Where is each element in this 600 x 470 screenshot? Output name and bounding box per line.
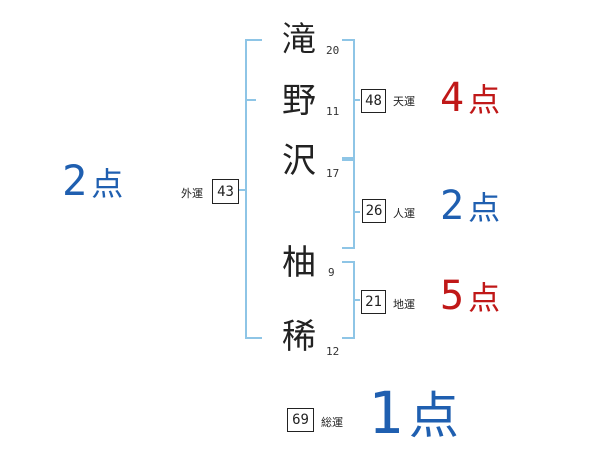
gaiun-label: 外運 [181,187,203,200]
stroke-count-3: 17 [326,167,340,180]
name-char-5: 稀 [282,317,316,357]
gaiun-value-box: 43 [212,179,239,204]
tenun-bracket [342,39,355,159]
jinun-label: 人運 [393,207,415,220]
tenun-score-unit: 点 [468,81,501,119]
gaiun-score-unit: 点 [91,165,124,203]
souun-score-unit: 点 [408,387,459,445]
stroke-count-1: 20 [326,44,340,57]
chiun-label: 地運 [393,298,415,311]
tenun-value-box: 48 [361,89,386,113]
souun-score-number: 1 [368,379,403,447]
name-char-3: 沢 [282,141,316,181]
jinun-score-number: 2 [440,183,465,229]
souun-value-box: 69 [287,408,314,432]
jinun-score-unit: 点 [468,189,501,227]
chiun-bracket [342,261,355,339]
stroke-count-2: 11 [326,105,340,118]
souun-label: 総運 [321,416,343,429]
chiun-score-unit: 点 [468,279,501,317]
name-char-1: 滝 [282,20,316,60]
chiun-value-box: 21 [361,290,386,314]
jinun-value-box: 26 [362,199,386,223]
jinun-bracket [342,159,355,249]
chiun-score-number: 5 [440,273,465,319]
tenun-label: 天運 [393,95,415,108]
tenun-score-number: 4 [440,75,465,121]
name-char-2: 野 [282,81,316,121]
stroke-count-4: 9 [328,266,335,279]
name-char-4: 柚 [282,243,316,283]
gaiun-bracket [245,39,262,339]
stroke-count-5: 12 [326,345,340,358]
gaiun-score-number: 2 [62,156,88,205]
